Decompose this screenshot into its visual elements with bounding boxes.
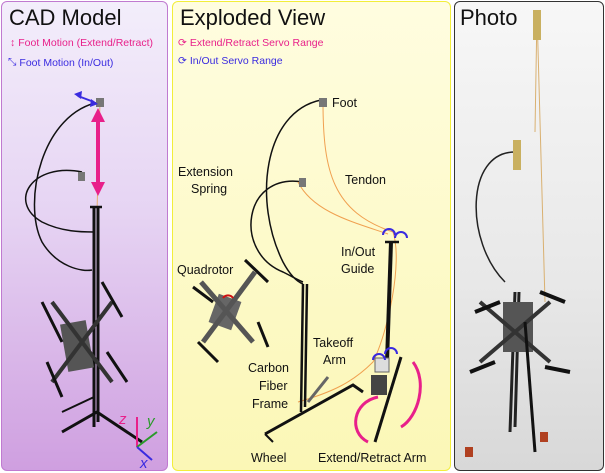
extend-retract-motion-arrow (91, 108, 105, 196)
label-wheel: Wheel (251, 451, 286, 465)
label-extension-spring-1: Extension (178, 165, 233, 179)
panel-title: Photo (460, 5, 518, 30)
label-carbon-fiber-frame-3: Frame (252, 397, 288, 411)
legend-item-extend-retract: ↕ Foot Motion (Extend/Retract) (10, 37, 153, 49)
legend-item-extend-retract-servo: ⟳ Extend/Retract Servo Range (178, 37, 323, 49)
label-extend-retract-arm: Extend/Retract Arm (318, 451, 426, 465)
label-takeoff-arm-2: Arm (323, 353, 346, 367)
panel-title: CAD Model (9, 5, 122, 30)
legend-label: Foot Motion (In/Out) (19, 56, 114, 69)
label-carbon-fiber-frame-2: Fiber (259, 379, 287, 393)
label-inout-guide-2: Guide (341, 262, 374, 276)
rotate-arrows-icon: ⟳ (178, 55, 187, 67)
inout-servo-range-arrows (372, 228, 408, 361)
legend-label: Foot Motion (Extend/Retract) (18, 37, 154, 49)
axes-triad: z y x (118, 411, 158, 471)
legend-item-inout: ⤡ Foot Motion (In/Out) (8, 56, 113, 69)
rotate-arrows-icon: ⟳ (178, 37, 187, 49)
legend-label: Extend/Retract Servo Range (189, 37, 324, 49)
cad-model-drawing: z y x (24, 91, 158, 471)
exploded-view-panel: Foot Extension Spring Tendon In/Out Guid… (172, 1, 451, 471)
label-extension-spring-2: Spring (191, 182, 227, 196)
axis-y-label: y (146, 413, 156, 430)
axis-x-label: x (139, 455, 148, 471)
panel-title: Exploded View (180, 5, 326, 30)
label-quadrotor: Quadrotor (177, 263, 233, 277)
label-tendon: Tendon (345, 173, 386, 187)
label-takeoff-arm-1: Takeoff (313, 336, 354, 350)
extend-retract-servo-range-arrows (354, 361, 422, 444)
legend-item-inout-servo: ⟳ In/Out Servo Range (178, 55, 283, 67)
exploded-view-drawing: Foot Extension Spring Tendon In/Out Guid… (177, 96, 426, 465)
vertical-double-arrow-icon: ↕ (10, 37, 16, 49)
label-inout-guide-1: In/Out (341, 245, 376, 259)
diagonal-double-arrow-icon: ⤡ (8, 56, 17, 68)
photo-panel: Photo (454, 1, 604, 471)
legend-label: In/Out Servo Range (189, 55, 283, 67)
label-foot: Foot (332, 96, 358, 110)
axis-z-label: z (118, 411, 127, 428)
inout-motion-arrow (74, 91, 98, 107)
label-carbon-fiber-frame-1: Carbon (248, 361, 289, 375)
robot-photo (465, 10, 571, 457)
quadrotor-illustration (192, 258, 270, 364)
cad-model-panel: z y x CAD Model ↕ Foot Motion (Extend/Re… (1, 1, 168, 471)
